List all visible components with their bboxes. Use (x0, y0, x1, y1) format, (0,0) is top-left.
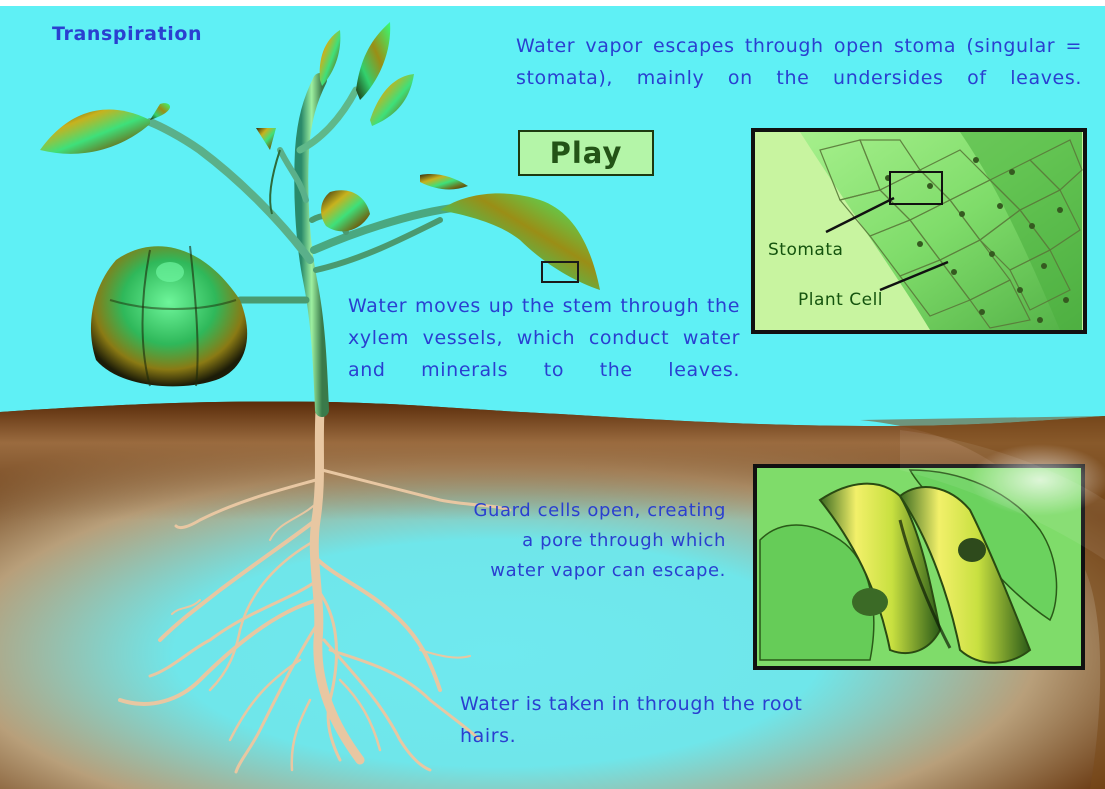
caption-guard-cells: Guard cells open, creating a pore throug… (470, 496, 726, 586)
caption-water-vapor: Water vapor escapes through open stoma (… (516, 30, 1082, 94)
stomata-label: Stomata (768, 240, 843, 260)
caption-stem: Water moves up the stem through the xyle… (348, 290, 740, 386)
caption-root-hairs: Water is taken in through the root hairs… (460, 688, 840, 752)
play-button[interactable]: Play (518, 130, 654, 176)
page-title: Transpiration (52, 18, 202, 50)
plant-cell-label: Plant Cell (798, 290, 883, 310)
